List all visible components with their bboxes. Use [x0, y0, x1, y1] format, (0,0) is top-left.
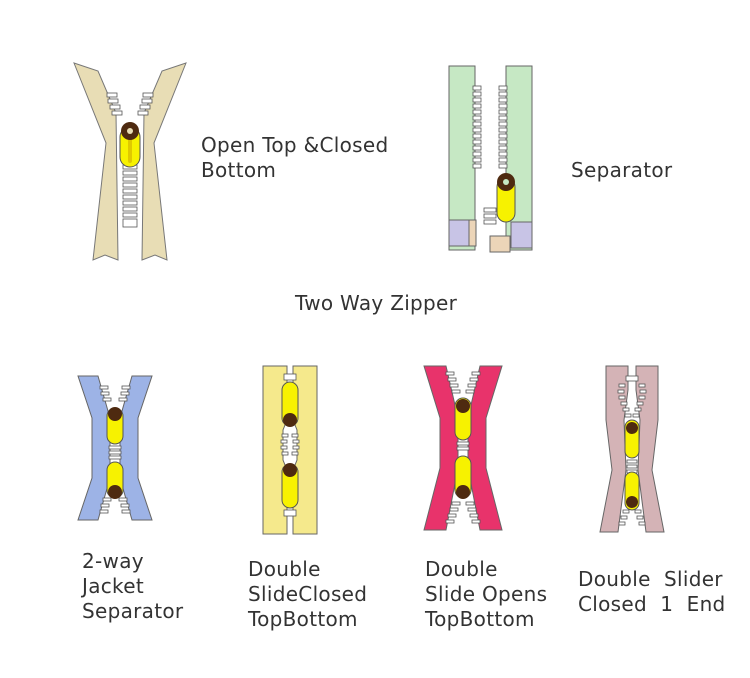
- zipper-teeth-closed: [122, 164, 138, 218]
- double-slide-closed-diagram: [262, 365, 318, 535]
- label-double-slide-closed: Double SlideClosed TopBottom: [248, 557, 368, 631]
- zipper-teeth: [99, 385, 131, 514]
- zipper-tape: [423, 365, 459, 531]
- bottom-stop: [122, 218, 138, 228]
- zipper-tape: [141, 62, 187, 261]
- zipper-puller: [108, 485, 122, 499]
- insertion-pin: [468, 219, 477, 247]
- zipper-tape: [467, 365, 503, 531]
- pin-box: [510, 221, 533, 249]
- pin-box: [448, 219, 470, 247]
- zipper-puller: [283, 463, 297, 477]
- zipper-tape: [448, 65, 476, 251]
- two-way-jacket-separator-diagram: [77, 375, 153, 521]
- retainer-box: [489, 235, 511, 253]
- zipper-teeth: [445, 371, 481, 524]
- zipper-puller: [108, 407, 122, 421]
- zipper-teeth: [472, 85, 508, 225]
- open-top-closed-bottom-zipper-diagram: [73, 62, 187, 261]
- zipper-tape: [77, 375, 111, 521]
- slider-bar: [128, 137, 132, 163]
- zipper-tape: [73, 62, 119, 261]
- label-separator: Separator: [571, 158, 673, 182]
- zipper-puller: [456, 485, 470, 499]
- top-stop: [625, 375, 639, 382]
- zipper-puller: [283, 413, 297, 427]
- double-slider-closed-end-diagram: [599, 365, 665, 533]
- label-double-slide-opens: Double Slide Opens TopBottom: [425, 557, 548, 631]
- zipper-puller: [626, 496, 638, 508]
- label-open-top-closed-bottom: Open Top &Closed Bottom: [201, 133, 389, 182]
- zipper-puller: [626, 422, 638, 434]
- zipper-tape: [119, 375, 153, 521]
- zipper-teeth: [106, 92, 154, 116]
- section-title: Two Way Zipper: [295, 291, 458, 315]
- label-two-way-jacket-separator: 2-way Jacket Separator: [82, 549, 184, 623]
- separator-zipper-diagram: [448, 65, 533, 253]
- zipper-puller: [456, 399, 470, 413]
- zipper-teeth: [280, 373, 300, 517]
- double-slide-opens-diagram: [423, 365, 503, 531]
- label-double-slider-closed-end: Double Slider Closed 1 End: [578, 567, 726, 616]
